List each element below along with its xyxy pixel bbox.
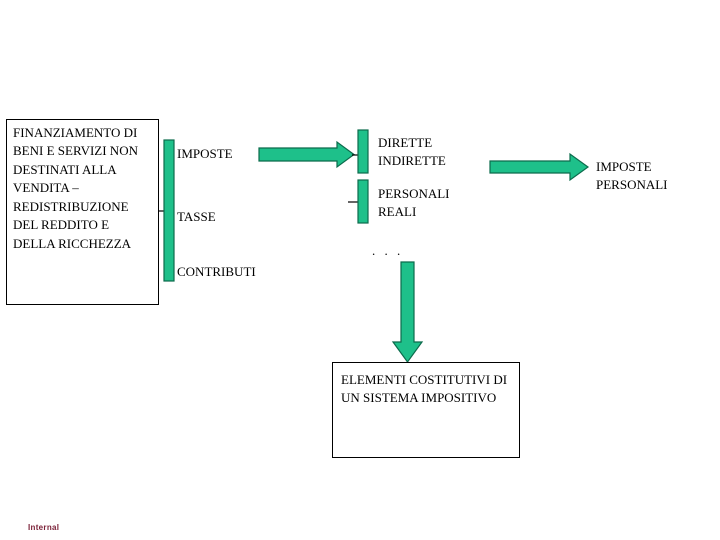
label-imposte-personali: IMPOSTE PERSONALI: [596, 159, 668, 193]
label-imposte: IMPOSTE: [177, 146, 233, 161]
arrow-to-imposte-personali: [489, 152, 590, 182]
label-contributi: CONTRIBUTI: [177, 264, 256, 279]
textbox-finanziamento: FINANZIAMENTO DI BENI E SERVIZI NON DEST…: [6, 119, 159, 305]
vertical-bar-tributi: [163, 139, 175, 282]
classification-marker-internal: Internal: [28, 523, 60, 532]
textbox-elementi-costitutivi: ELEMENTI COSTITUTIVI DI UN SISTEMA IMPOS…: [332, 362, 520, 458]
vertical-bar-personali-reali: [357, 179, 369, 224]
label-ellipsis: . . .: [372, 243, 404, 258]
label-tasse: TASSE: [177, 209, 216, 224]
vertical-bar-dirette-indirette: [357, 129, 369, 174]
arrow-imposte-to-tipologie: [258, 140, 356, 169]
arrow-down-to-elementi: [391, 261, 424, 364]
label-personali-reali: PERSONALI REALI: [378, 186, 450, 220]
label-dirette-indirette: DIRETTE INDIRETTE: [378, 135, 446, 169]
